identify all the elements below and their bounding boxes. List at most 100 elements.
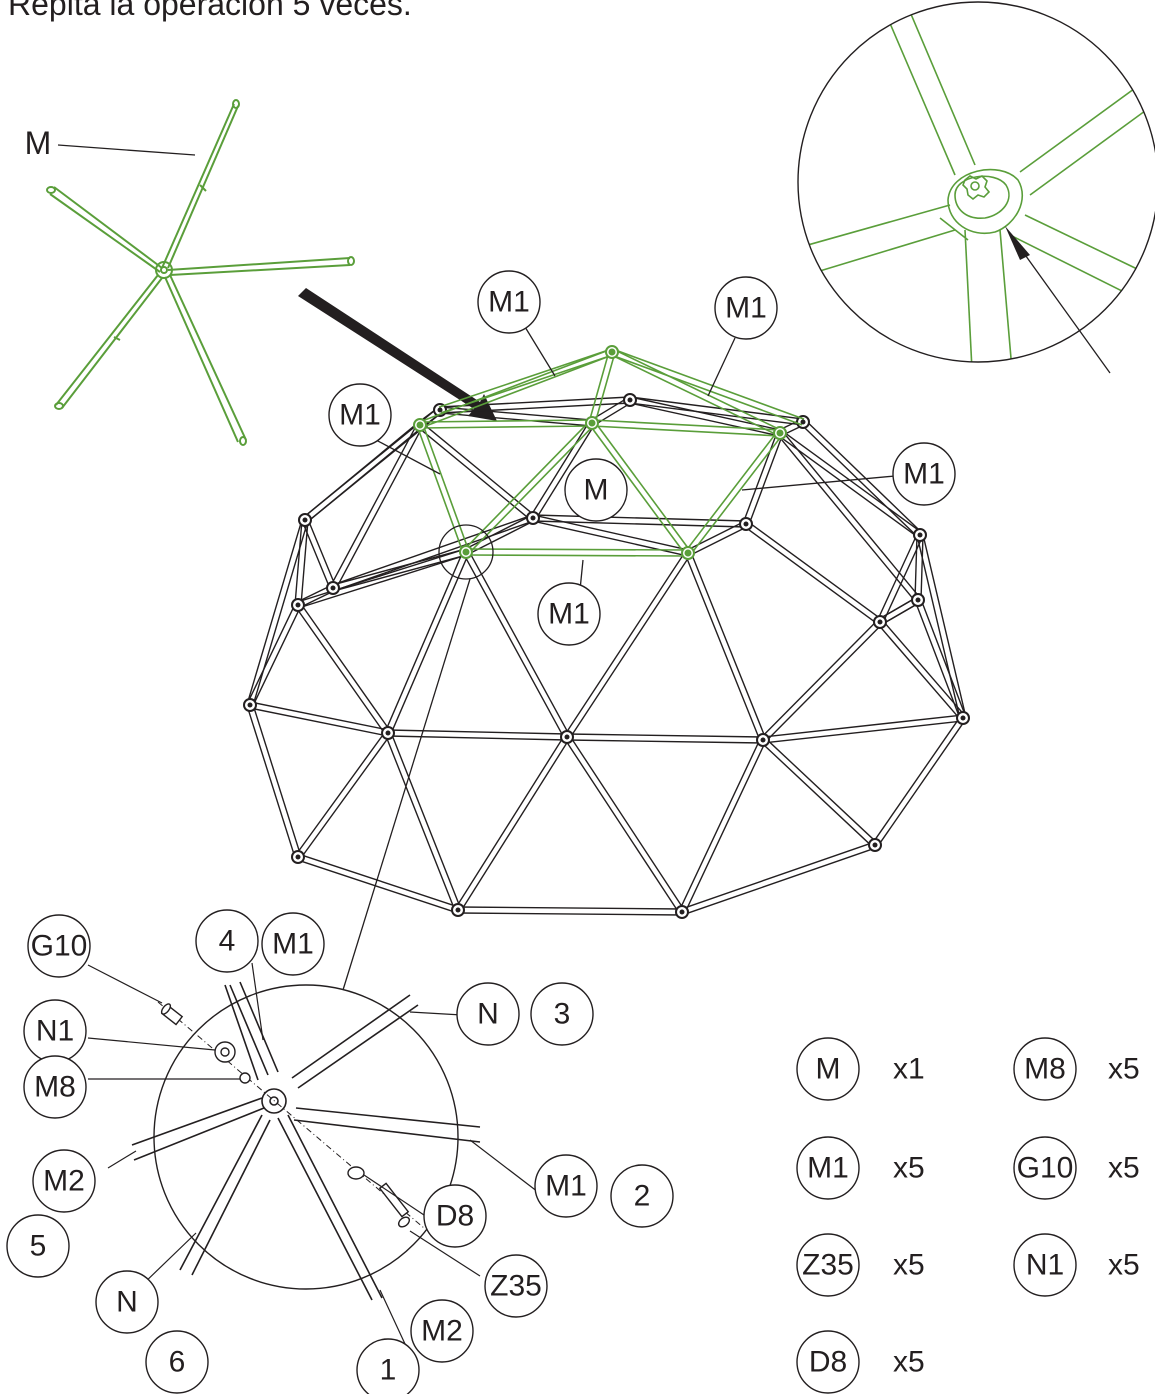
dome-strut (532, 520, 746, 528)
dome-hub-center (247, 702, 253, 708)
dome-strut (249, 707, 388, 737)
label-step-6: 6 (169, 1346, 186, 1379)
dome-strut (881, 601, 920, 626)
dome-strut (563, 738, 681, 915)
label-m1: M1 (339, 399, 381, 432)
dome-strut (458, 906, 683, 910)
dome-strut (922, 534, 967, 718)
dome-strut (764, 737, 878, 844)
parts-list-qty: x5 (1108, 1053, 1140, 1086)
label-d8: D8 (436, 1200, 474, 1233)
dome-strut (563, 550, 687, 736)
dome-strut (920, 535, 924, 601)
dome-strut (384, 550, 464, 733)
label-g10: G10 (31, 930, 88, 963)
dome-strut (781, 430, 921, 599)
dome-strut (440, 406, 593, 421)
dome-strut (684, 553, 761, 742)
dome-strut (567, 733, 764, 738)
dome-module-highlight (413, 345, 805, 560)
exploded-hub-detail: G10 4 M1 N 3 N1 M8 M2 5 N 6 D8 M1 2 Z35 … (6, 909, 674, 1394)
dome-strut (462, 553, 565, 739)
dome-strut (629, 402, 803, 426)
dome-strut (764, 623, 883, 743)
dome-strut (533, 514, 689, 551)
dome-strut (594, 352, 616, 425)
dome-strut (804, 419, 923, 534)
dome-strut (743, 525, 879, 625)
dome-strut (689, 526, 748, 557)
dome-hub-center (627, 397, 633, 403)
dome-strut (421, 422, 536, 517)
dome-strut (748, 433, 784, 526)
label-n1: N1 (36, 1015, 74, 1048)
dome-strut (299, 602, 392, 732)
dome-strut (252, 703, 302, 857)
dome-strut (467, 424, 595, 555)
dome-hub-center (437, 407, 443, 413)
parts-list-part: G10 (1017, 1152, 1074, 1185)
dome-strut (533, 514, 747, 522)
dome-strut (593, 420, 692, 552)
dome-strut (529, 421, 591, 517)
dome-hub-center (776, 429, 784, 437)
dome-strut (568, 554, 692, 740)
dome-strut (439, 412, 592, 427)
parts-list-qty: x5 (893, 1152, 925, 1185)
label-step-3: 3 (554, 998, 571, 1031)
dome-strut (332, 548, 466, 586)
dome-hub-center (564, 734, 570, 740)
dome-hub-center (588, 419, 596, 427)
dome-hub-center (385, 730, 391, 736)
label-m2: M2 (43, 1165, 85, 1198)
dome-hub-center (684, 549, 692, 557)
dome-strut (329, 423, 418, 587)
dome-strut (300, 520, 309, 606)
dome-strut (331, 514, 533, 586)
label-m: M (584, 474, 609, 507)
dome-strut (439, 396, 630, 408)
dome-strut (294, 519, 303, 605)
parts-list-qty: x5 (1108, 1152, 1140, 1185)
dome-strut (568, 734, 686, 911)
dome-strut (302, 422, 419, 519)
dome-strut (298, 853, 460, 908)
dome-strut (876, 719, 967, 848)
dome-hub-center (302, 517, 308, 523)
dome-strut (881, 619, 966, 717)
dome-hub-center (679, 909, 685, 915)
dome-strut (760, 619, 879, 739)
dome-hub-center (608, 348, 616, 356)
dome-strut (468, 550, 571, 736)
dome-hub-center (330, 585, 336, 591)
dome-strut (612, 348, 805, 420)
dome-strut (420, 354, 614, 429)
label-m1: M1 (725, 292, 767, 325)
label-step-1: 1 (380, 1354, 397, 1387)
dome-strut (252, 520, 309, 707)
label-m1: M1 (903, 458, 945, 491)
dome-strut (916, 535, 961, 719)
dome-strut (246, 603, 296, 705)
dome-strut (465, 554, 688, 557)
dome-strut (610, 354, 803, 426)
dome-strut (440, 402, 631, 414)
dome-strut (296, 584, 332, 603)
dome-strut (298, 554, 468, 609)
dome-strut (800, 423, 919, 538)
dome-strut (306, 426, 423, 523)
dome-strut (419, 419, 592, 423)
dome-hub-center (917, 532, 923, 538)
label-step-2: 2 (634, 1180, 651, 1213)
dome-strut (882, 535, 924, 624)
dome-strut (689, 434, 784, 556)
dome-strut (588, 424, 687, 556)
part-m-illustration (46, 99, 355, 446)
dome-strut (416, 425, 464, 554)
dome-strut (422, 423, 470, 552)
label-m1: M1 (548, 598, 590, 631)
dome-hub-center (295, 602, 301, 608)
dome-strut (294, 606, 387, 736)
dome-strut (246, 705, 296, 859)
parts-list-part: M (816, 1053, 841, 1086)
